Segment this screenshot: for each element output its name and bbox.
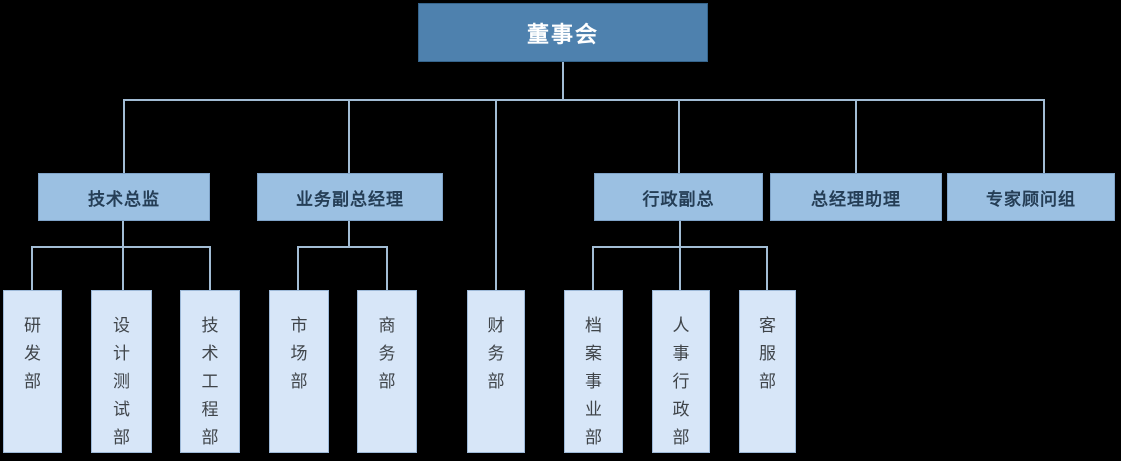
connector-drop-archives-dept xyxy=(592,248,594,290)
org-node-label: 技术总监 xyxy=(88,189,160,209)
connector-business-vertical xyxy=(348,221,350,248)
connector-drop-finance-dept xyxy=(495,101,497,290)
org-node-label: 市场部 xyxy=(290,316,308,391)
org-node-label: 技术工程部 xyxy=(201,316,219,447)
org-node-admin-deputy: 行政副总 xyxy=(594,173,763,221)
org-node-customer-service-dept: 客服部 xyxy=(739,290,796,453)
org-node-label: 董事会 xyxy=(526,21,599,47)
org-node-label: 财务部 xyxy=(487,316,505,391)
connector-drop-commerce-dept xyxy=(386,248,388,290)
org-node-hr-admin-dept: 人事行政部 xyxy=(652,290,710,453)
org-node-tech-director: 技术总监 xyxy=(38,173,210,221)
org-node-label: 人事行政部 xyxy=(672,316,690,447)
connector-admin-horizontal xyxy=(592,246,768,248)
connector-drop-marketing-dept xyxy=(297,248,299,290)
org-node-archives-dept: 档案事业部 xyxy=(564,290,623,453)
org-node-label: 设计测试部 xyxy=(113,316,130,447)
org-node-gm-assistant: 总经理助理 xyxy=(770,173,942,221)
org-node-design-test-dept: 设计测试部 xyxy=(91,290,152,453)
org-node-label: 商务部 xyxy=(378,316,396,391)
org-node-label: 业务副总经理 xyxy=(296,189,404,209)
connector-drop-customer-service-dept xyxy=(766,248,768,290)
org-node-commerce-dept: 商务部 xyxy=(357,290,417,453)
connector-drop-expert-group xyxy=(1043,101,1045,173)
connector-drop-business-deputy xyxy=(348,101,350,173)
connector-tech-vertical xyxy=(122,221,124,290)
org-node-board: 董事会 xyxy=(418,3,708,62)
connector-drop-rd-dept xyxy=(31,248,33,290)
connector-drop-tech-engineering-dept xyxy=(209,248,211,290)
org-node-label: 行政副总 xyxy=(642,189,715,209)
connector-drop-tech-director xyxy=(123,101,125,173)
org-node-finance-dept: 财务部 xyxy=(467,290,525,453)
connector-business-horizontal xyxy=(297,246,388,248)
org-node-label: 总经理助理 xyxy=(811,189,901,209)
connector-tech-horizontal xyxy=(31,246,211,248)
connector-drop-gm-assistant xyxy=(855,101,857,173)
connector-drop-admin-deputy xyxy=(678,101,680,173)
org-node-label: 客服部 xyxy=(759,316,776,391)
org-node-business-deputy-gm: 业务副总经理 xyxy=(257,173,443,221)
org-node-expert-advisory-group: 专家顾问组 xyxy=(947,173,1115,221)
org-node-marketing-dept: 市场部 xyxy=(269,290,329,453)
connector-admin-vertical xyxy=(679,221,681,290)
org-node-label: 档案事业部 xyxy=(585,316,602,447)
org-node-label: 专家顾问组 xyxy=(986,189,1076,209)
org-node-label: 研发部 xyxy=(24,316,41,391)
connector-root-drop xyxy=(562,62,564,100)
org-node-tech-engineering-dept: 技术工程部 xyxy=(180,290,240,453)
connector-main-horizontal xyxy=(123,99,1045,101)
org-node-rd-dept: 研发部 xyxy=(3,290,62,453)
